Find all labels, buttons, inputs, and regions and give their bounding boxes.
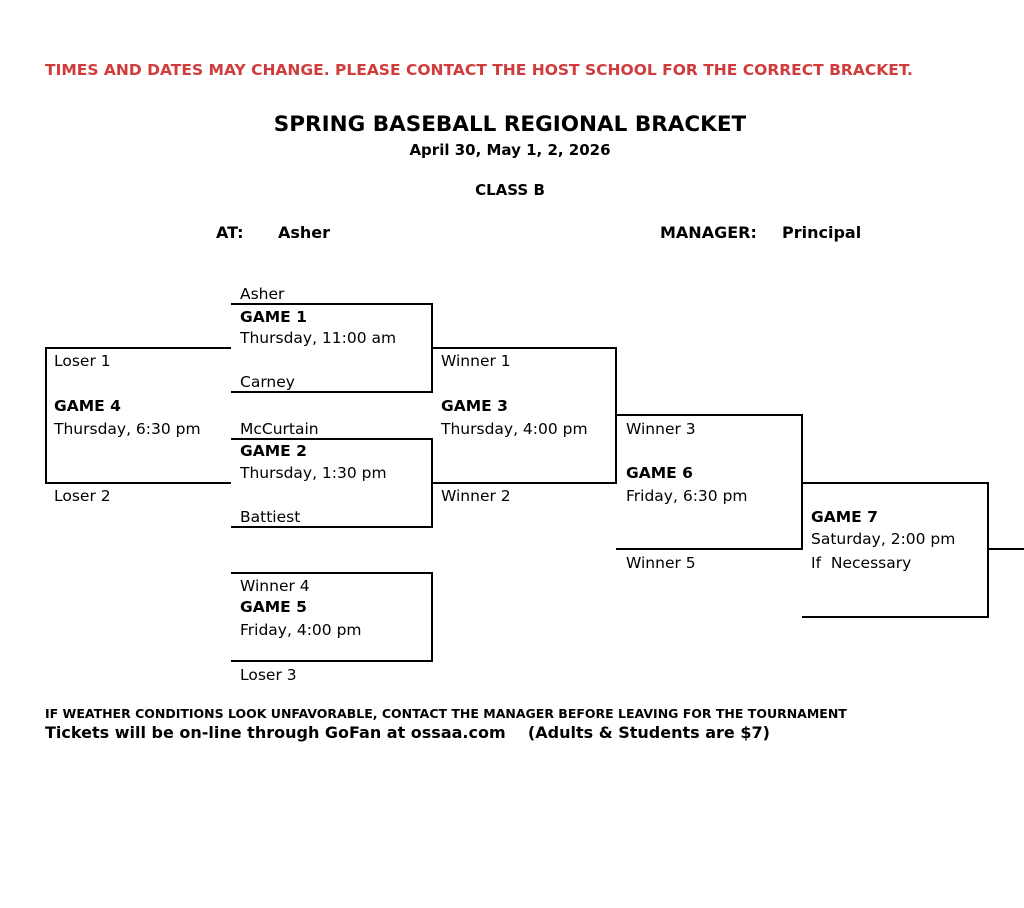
game7-bottom-line: [802, 616, 989, 618]
game4-top-team: Loser 1: [54, 352, 111, 370]
game5-right-line: [431, 572, 433, 662]
game1-top-line: [231, 303, 433, 305]
game5-label: GAME 5: [240, 598, 307, 616]
game2-label: GAME 2: [240, 442, 307, 460]
game4-bottom-line: [45, 482, 231, 484]
game6-time: Friday, 6:30 pm: [626, 487, 748, 505]
at-value: Asher: [278, 223, 331, 242]
game2-top-team: McCurtain: [240, 420, 319, 438]
game1-label: GAME 1: [240, 308, 307, 326]
page-title: SPRING BASEBALL REGIONAL BRACKET: [273, 112, 747, 137]
game6-label: GAME 6: [626, 464, 693, 482]
game7-top-line: [802, 482, 989, 484]
game7-time: Saturday, 2:00 pm: [811, 530, 956, 548]
game2-time: Thursday, 1:30 pm: [240, 464, 387, 482]
game5-top-team: Winner 4: [240, 577, 310, 595]
game2-bottom-team: Battiest: [240, 508, 301, 526]
change-warning: TIMES AND DATES MAY CHANGE. PLEASE CONTA…: [45, 61, 913, 79]
game5-time: Friday, 4:00 pm: [240, 621, 362, 639]
game2-bottom-line: [231, 526, 433, 528]
weather-notice: IF WEATHER CONDITIONS LOOK UNFAVORABLE, …: [45, 706, 847, 721]
game3-time: Thursday, 4:00 pm: [441, 420, 588, 438]
at-label: AT:: [216, 223, 244, 242]
game1-bottom-line: [231, 391, 433, 393]
champion-line: [988, 548, 1024, 550]
game1-bottom-team: Carney: [240, 373, 295, 391]
game3-top-line: [432, 347, 617, 349]
manager-label: MANAGER:: [660, 223, 757, 242]
game3-label: GAME 3: [441, 397, 508, 415]
game7-label: GAME 7: [811, 508, 878, 526]
game6-top-team: Winner 3: [626, 420, 696, 438]
game1-time: Thursday, 11:00 am: [240, 329, 397, 347]
tournament-dates: April 30, May 1, 2, 2026: [409, 141, 611, 159]
game6-bottom-team: Winner 5: [626, 554, 696, 572]
manager-value: Principal: [782, 223, 862, 242]
game7-note: If Necessary: [811, 554, 912, 572]
game5-bottom-team: Loser 3: [240, 666, 297, 684]
game2-top-line: [231, 438, 433, 440]
game6-top-line: [616, 414, 803, 416]
game4-label: GAME 4: [54, 397, 121, 415]
game4-top-line: [45, 347, 231, 349]
class-label: CLASS B: [475, 181, 545, 199]
game3-bottom-team: Winner 2: [441, 487, 511, 505]
game4-time: Thursday, 6:30 pm: [54, 420, 201, 438]
game3-bottom-line: [432, 482, 617, 484]
game3-top-team: Winner 1: [441, 352, 511, 370]
game6-bottom-line: [616, 548, 803, 550]
ticket-info: Tickets will be on-line through GoFan at…: [45, 723, 770, 742]
game5-bottom-line: [231, 660, 433, 662]
game1-top-team: Asher: [240, 285, 285, 303]
game7-right-line: [987, 482, 989, 618]
game5-top-line: [231, 572, 433, 574]
game4-left-line: [45, 347, 47, 484]
game4-bottom-team: Loser 2: [54, 487, 111, 505]
